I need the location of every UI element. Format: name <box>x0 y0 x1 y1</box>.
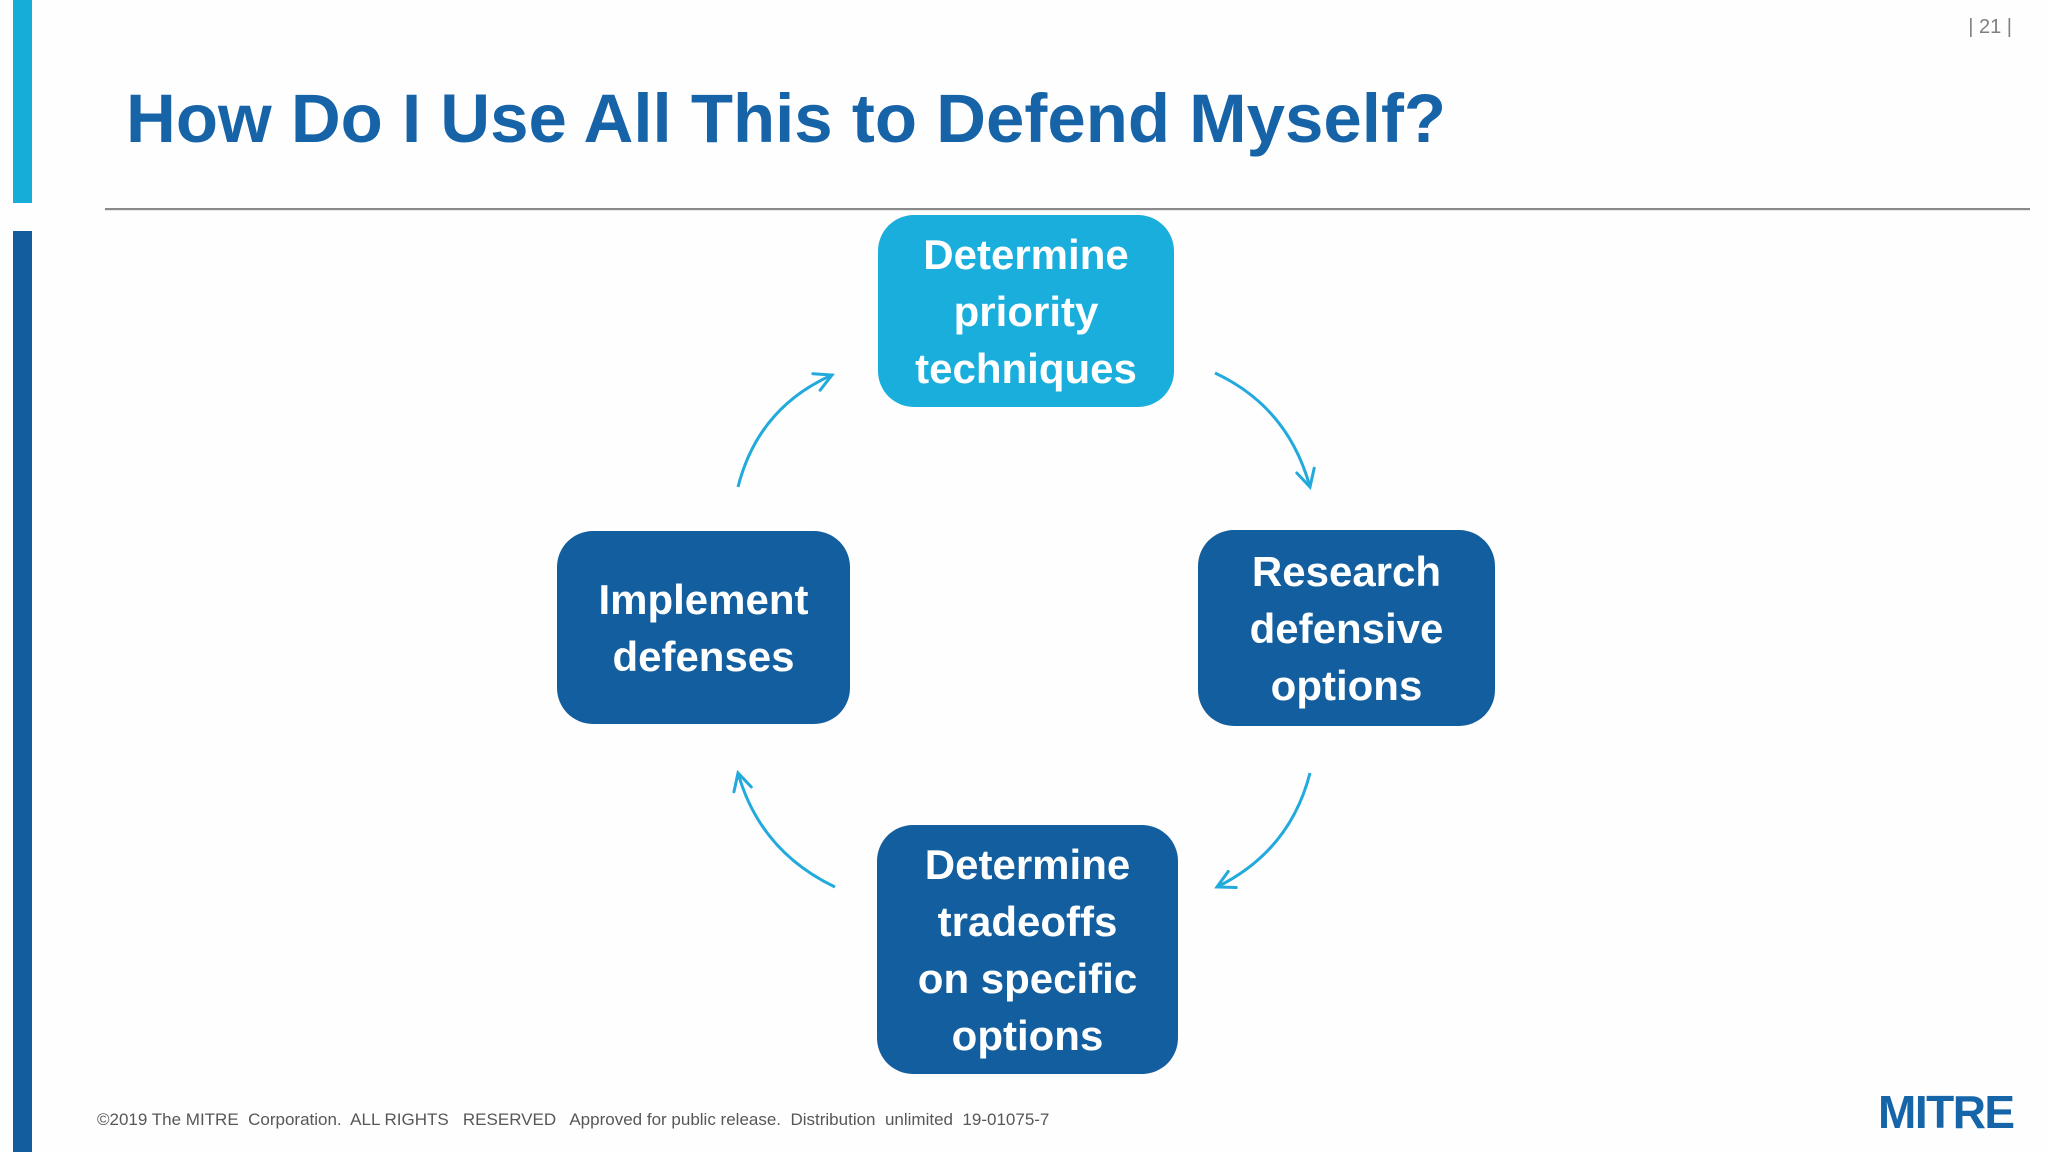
slide-title: How Do I Use All This to Defend Myself? <box>126 80 1447 157</box>
arrow-right-to-bottom <box>1214 772 1312 890</box>
page-number: | 21 | <box>1968 16 2012 38</box>
node-research-defensive-options: Research defensive options <box>1198 530 1495 726</box>
title-divider <box>105 208 2030 211</box>
node-implement-defenses: Implement defenses <box>557 531 850 724</box>
copyright-footer: ©2019 The MITRE Corporation. ALL RIGHTS … <box>97 1110 1050 1129</box>
arrow-top-to-right <box>1214 371 1316 491</box>
arrow-left-to-top <box>736 372 835 488</box>
arrow-bottom-to-left <box>732 769 836 889</box>
accent-bar-cyan <box>13 0 32 203</box>
node-determine-tradeoffs-on-specific-options: Determine tradeoffs on specific options <box>877 825 1178 1074</box>
mitre-logo: MITRE <box>1878 1086 2015 1138</box>
node-determine-priority-techniques: Determine priority techniques <box>878 215 1174 407</box>
accent-bar-dark <box>13 231 32 1152</box>
